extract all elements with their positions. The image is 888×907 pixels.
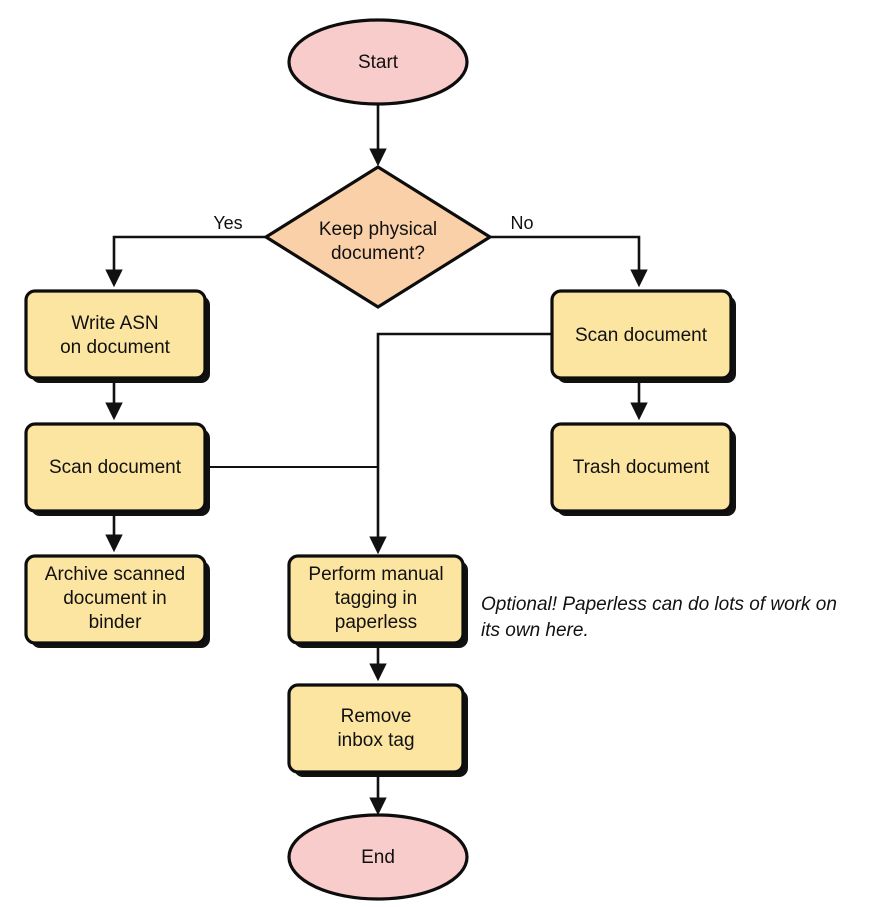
manual-tag-box — [287, 554, 465, 645]
connectors — [105, 103, 648, 816]
archive-label-line1: Archive scanned — [45, 564, 185, 585]
scan-left-box — [24, 422, 207, 513]
remove-inbox-label-line2: inbox tag — [337, 730, 414, 751]
start-label: Start — [358, 52, 399, 73]
decision-label-line2: document? — [331, 243, 425, 264]
node-start[interactable]: Start — [287, 18, 469, 106]
manual-tag-label-line2: tagging in — [335, 588, 417, 609]
end-ellipse — [287, 813, 469, 901]
edge-decision-no-to-scan-right — [490, 235, 648, 288]
edge-label-yes: Yes — [213, 213, 242, 233]
node-trash-document[interactable]: Trash document — [550, 422, 736, 516]
edge-label-no: No — [510, 213, 533, 233]
archive-label-line3: binder — [89, 612, 142, 633]
edge-decision-yes-to-write-asn — [105, 235, 266, 288]
remove-inbox-label-line1: Remove — [341, 706, 412, 727]
node-keep-physical-document-decision[interactable]: Keep physical document? — [262, 165, 494, 309]
remove-inbox-box — [287, 683, 465, 774]
node-end[interactable]: End — [287, 813, 469, 901]
optional-note-line2: its own here. — [481, 620, 589, 641]
scan-right-label: Scan document — [575, 325, 708, 346]
archive-label-line2: document in — [63, 588, 167, 609]
scan-left-label: Scan document — [49, 457, 182, 478]
end-label: End — [361, 847, 395, 868]
node-remove-inbox-tag[interactable]: Remove inbox tag — [287, 683, 468, 777]
trash-box — [550, 422, 733, 513]
archive-box — [24, 554, 207, 645]
node-scan-document-left[interactable]: Scan document — [24, 422, 210, 516]
manual-tag-label-line3: paperless — [335, 612, 417, 633]
decision-label-line1: Keep physical — [319, 219, 437, 240]
write-asn-label-line2: on document — [60, 337, 171, 358]
node-scan-document-right[interactable]: Scan document — [550, 289, 736, 383]
node-archive-scanned-document[interactable]: Archive scanned document in binder — [24, 554, 210, 648]
start-ellipse — [287, 18, 469, 106]
node-write-asn-on-document[interactable]: Write ASN on document — [24, 289, 210, 383]
manual-tag-label-line1: Perform manual — [308, 564, 443, 585]
write-asn-box — [24, 289, 207, 380]
optional-note-line1: Optional! Paperless can do lots of work … — [481, 594, 837, 615]
node-perform-manual-tagging[interactable]: Perform manual tagging in paperless — [287, 554, 468, 648]
scan-right-box — [550, 289, 733, 380]
trash-label: Trash document — [573, 457, 710, 478]
write-asn-label-line1: Write ASN — [71, 313, 158, 334]
edge-scan-right-to-manual-tagging — [369, 332, 552, 555]
decision-diamond — [262, 165, 494, 309]
annotation-optional-note: Optional! Paperless can do lots of work … — [481, 594, 837, 641]
